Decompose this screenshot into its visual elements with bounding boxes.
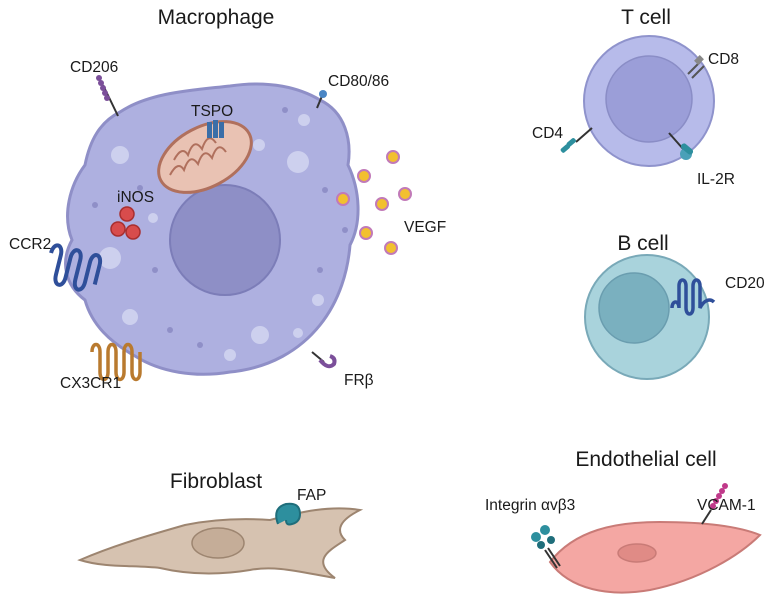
cx3cr1-label: CX3CR1 — [60, 375, 121, 392]
cd206-label: CD206 — [70, 59, 118, 76]
cd20-receptor-icon — [670, 278, 716, 316]
cd80-86-label: CD80/86 — [328, 73, 389, 90]
macrophage-dots — [92, 107, 348, 348]
cd8-label: CD8 — [708, 51, 739, 68]
inos-granules-icon — [110, 206, 141, 240]
ccr2-label: CCR2 — [9, 236, 51, 253]
vegf-particles-icon — [336, 150, 412, 255]
ccr2-receptor-icon — [49, 243, 103, 292]
cd20-label: CD20 — [725, 275, 765, 292]
il2r-receptor-icon — [668, 132, 694, 160]
macrophage-vesicles — [99, 114, 324, 361]
vcam1-receptor-icon — [701, 483, 728, 525]
b-cell-title: B cell — [617, 232, 668, 255]
t-cell: T cell CD8 CD4 IL-2R — [532, 6, 739, 188]
integrin-label: Integrin αvβ3 — [485, 497, 575, 514]
t-cell-nucleus — [605, 55, 693, 143]
tspo-receptor-icon — [207, 120, 224, 138]
integrin-receptor-icon — [531, 525, 561, 569]
fr-beta-receptor-icon — [311, 351, 337, 369]
endothelial-body — [548, 520, 762, 594]
mitochondrion — [157, 120, 253, 194]
cd206-receptor-icon — [96, 75, 119, 117]
endothelial-nucleus — [617, 543, 657, 563]
macrophage: Macrophage CD206 CD80/86 TSPO iNOS VEGF … — [9, 6, 446, 392]
cd4-receptor-icon — [560, 127, 593, 153]
cd8-receptor-icon — [687, 55, 705, 79]
t-cell-title: T cell — [621, 6, 671, 29]
fibroblast-title: Fibroblast — [170, 470, 262, 493]
cd80-86-receptor-icon — [316, 90, 327, 109]
cx3cr1-receptor-icon — [90, 342, 142, 382]
fibroblast-nucleus — [191, 527, 245, 559]
b-cell-nucleus — [598, 272, 670, 344]
fap-label: FAP — [297, 487, 326, 504]
macrophage-nucleus — [169, 184, 281, 296]
macrophage-title: Macrophage — [158, 6, 275, 29]
endothelial-title: Endothelial cell — [575, 448, 716, 471]
cd4-label: CD4 — [532, 125, 563, 142]
vegf-label: VEGF — [404, 219, 446, 236]
b-cell: B cell CD20 — [584, 232, 765, 380]
tspo-label: TSPO — [191, 103, 233, 120]
fr-beta-label: FRβ — [344, 372, 374, 389]
inos-label: iNOS — [117, 189, 154, 206]
vcam1-label: VCAM-1 — [697, 497, 756, 514]
fibroblast: Fibroblast FAP — [77, 470, 364, 579]
endothelial-cell: Endothelial cell Integrin αvβ3 VCAM-1 — [485, 448, 762, 594]
fap-receptor-icon — [275, 502, 302, 526]
il2r-label: IL-2R — [697, 171, 735, 188]
